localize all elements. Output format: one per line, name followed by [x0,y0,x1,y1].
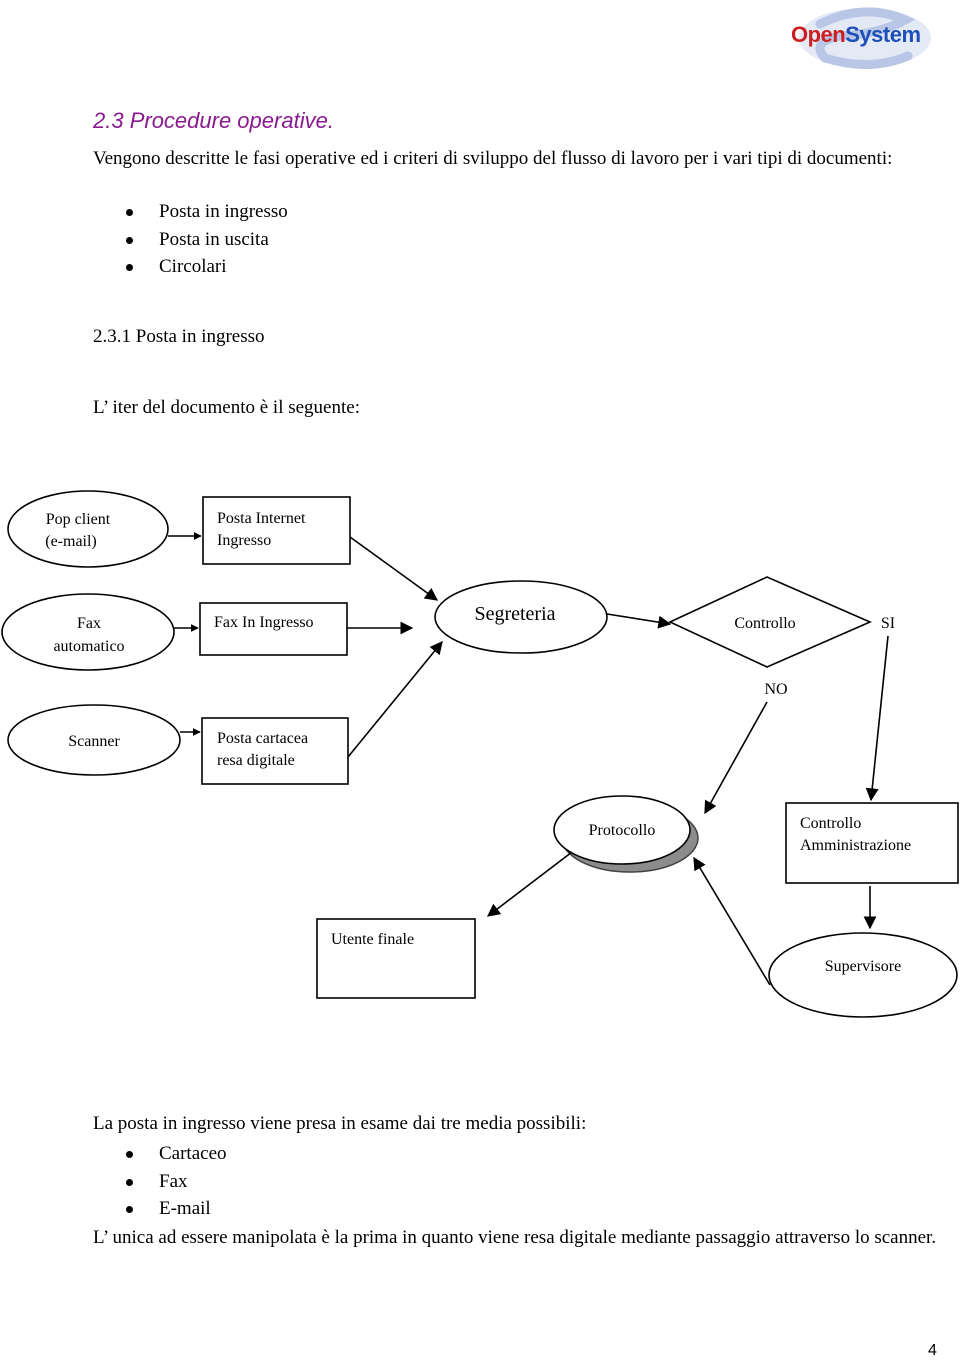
segreteria-node [434,580,608,654]
arrow-protocollo-to-utente [486,851,573,917]
supervisore-label: Supervisore [825,958,901,975]
fax-automatico-label: Fax [77,615,101,632]
workflow-diagram: Pop client (e-mail) Posta Internet Ingre… [1,490,959,1018]
utente-finale-label: Utente finale [331,931,414,948]
pop-client-node [7,490,169,568]
protocollo-label: Protocollo [589,822,656,839]
posta-cartacea-label: Posta cartacea [217,730,308,747]
closing-paragraph: L’ unica ad essere manipolata è la prima… [93,1227,937,1248]
iter-text: L’ iter del documento è il seguente: [93,397,360,418]
arrow-si-to-amministrazione [865,635,889,802]
logo-text: OpenSystem [791,22,921,47]
fax-automatico-node [1,593,175,671]
document-types-list: Posta in ingresso Posta in uscita Circol… [93,198,288,281]
protocollo-node [553,795,691,865]
scanner-node [7,704,181,776]
fax-in-ingresso-node [199,602,348,656]
utente-finale-node [316,918,476,999]
posta-cartacea-label: resa digitale [217,752,295,769]
page-number: 4 [928,1342,937,1359]
posta-internet-label: Ingresso [217,532,271,549]
controllo-amministrazione-label: Controllo [800,815,861,832]
section-title: 2.3 Procedure operative. [93,108,334,133]
arrow-internet-to-segreteria [349,536,439,601]
list-item: Posta in ingresso [93,198,288,226]
list-item: Fax [93,1168,227,1196]
posta-cartacea-node [201,717,349,785]
list-item: E-mail [93,1195,227,1223]
pop-client-label: (e-mail) [45,533,97,550]
scanner-label: Scanner [68,733,120,750]
list-item: Cartaceo [93,1140,227,1168]
controllo-amministrazione-node [785,802,959,884]
controllo-decision-node [668,576,872,668]
supervisore-node [768,932,958,1018]
media-intro: La posta in ingresso viene presa in esam… [93,1113,587,1134]
section-intro: Vengono descritte le fasi operative ed i… [93,148,893,169]
no-label: NO [764,681,787,698]
controllo-amministrazione-label: Amministrazione [800,837,911,854]
list-item: Circolari [93,253,288,281]
media-list: Cartaceo Fax E-mail [93,1140,227,1223]
opensystem-logo [799,7,931,69]
arrow-cartacea-to-segreteria [347,640,443,758]
posta-internet-node [202,496,351,565]
arrow-no-to-protocollo [704,701,768,815]
fax-in-ingresso-label: Fax In Ingresso [214,614,314,631]
fax-automatico-label: automatico [53,638,124,655]
pop-client-label: Pop client [46,511,111,528]
subsection-heading: 2.3.1 Posta in ingresso [93,326,265,347]
list-item: Posta in uscita [93,226,288,254]
controllo-label: Controllo [734,615,795,632]
posta-internet-label: Posta Internet [217,510,306,527]
segreteria-label: Segreteria [474,603,555,625]
arrow-supervisore-to-protocollo [693,856,771,986]
si-label: SI [881,615,895,632]
arrow-segreteria-to-controllo [606,613,672,629]
